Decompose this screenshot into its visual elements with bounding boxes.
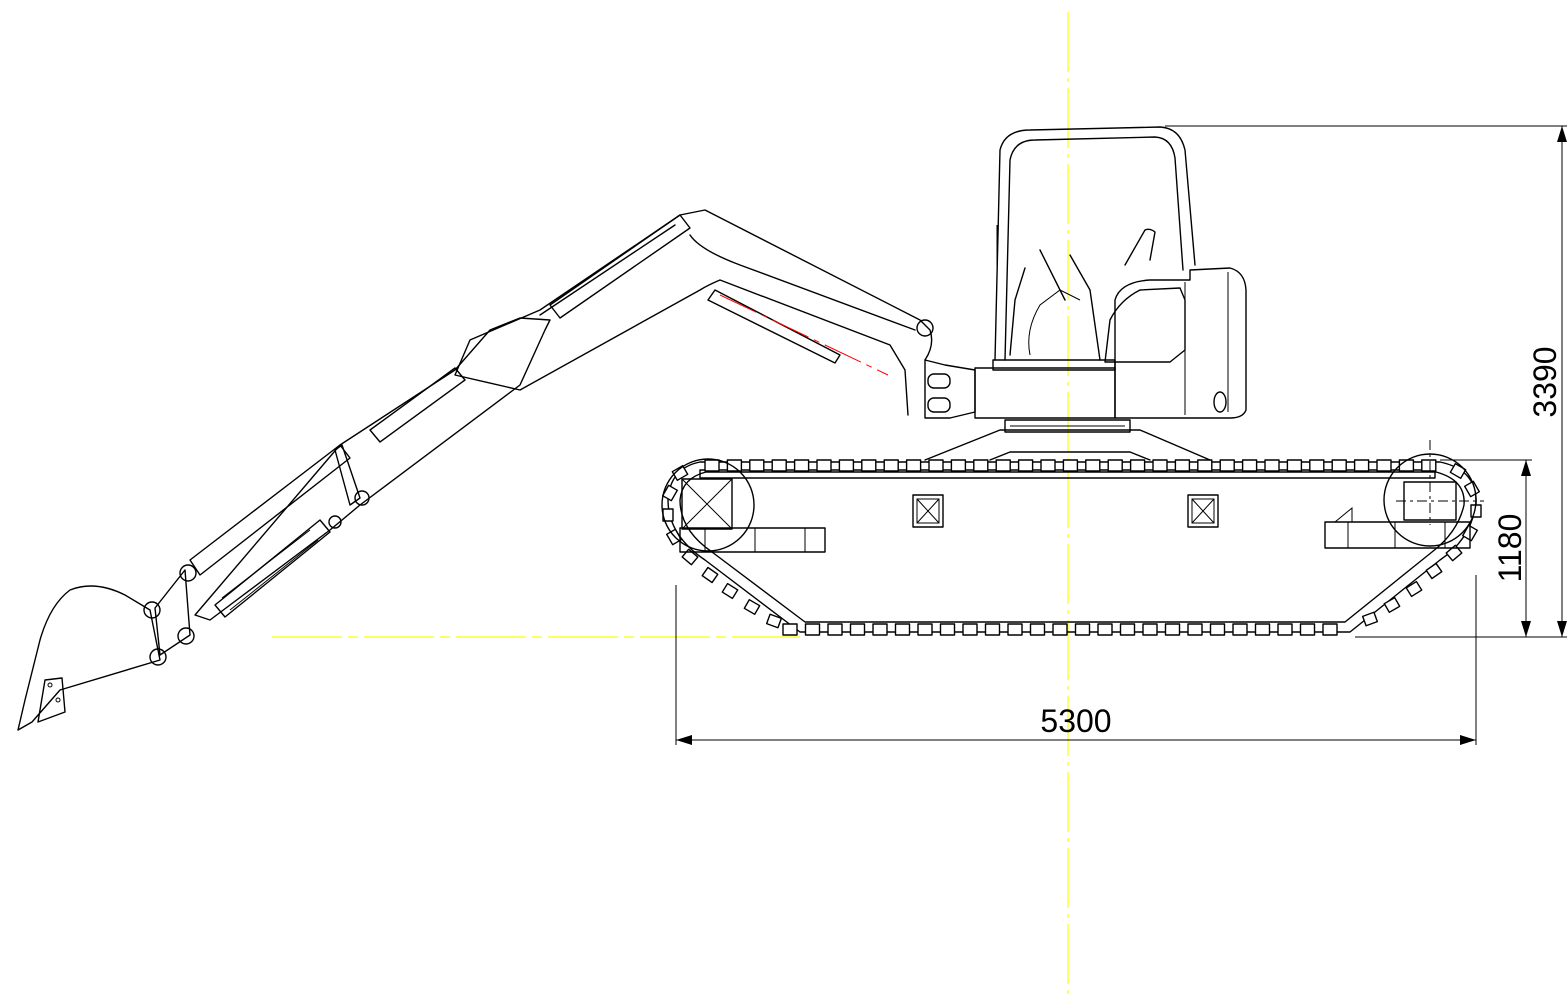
bucket-cylinder — [214, 519, 331, 618]
boom-cylinder — [707, 289, 841, 364]
track-shoe — [1164, 623, 1181, 636]
track-shoes-bottom — [782, 623, 1338, 636]
track-shoe — [1209, 623, 1226, 636]
track-shoe — [1421, 459, 1437, 472]
turntable-body — [974, 367, 1116, 419]
track-shoe — [1007, 623, 1023, 636]
bucket-shell — [17, 585, 161, 731]
track-shoe — [883, 459, 899, 472]
track-shoe — [1097, 623, 1113, 636]
track-shoe — [1398, 459, 1415, 472]
track-shoe — [1353, 459, 1370, 472]
front-idler — [661, 458, 755, 552]
track-shoe — [1062, 459, 1079, 472]
track-shoe — [1331, 459, 1347, 472]
track-shoe — [1152, 459, 1168, 472]
track-shoe — [793, 459, 810, 472]
track-shoe — [1040, 459, 1056, 472]
track-shoe — [1197, 459, 1213, 472]
track-shoe — [804, 623, 821, 636]
track-shoes-right — [1361, 462, 1482, 627]
track-shoe — [1322, 623, 1338, 636]
arm-cylinder — [549, 214, 691, 319]
track-shoe — [984, 623, 1001, 636]
length-dimension: 5300 — [1040, 703, 1111, 739]
track-inner — [679, 471, 1465, 623]
track-shoe — [782, 623, 798, 636]
track-shoe — [1187, 623, 1203, 636]
track-shoe — [771, 459, 787, 472]
track-outline — [667, 461, 1477, 633]
track-shoe — [1286, 459, 1303, 472]
track-shoe — [1174, 459, 1191, 472]
track-shoe — [905, 459, 922, 472]
track-shoe — [1107, 459, 1123, 472]
bucket — [17, 585, 161, 731]
track-shoe — [704, 459, 720, 472]
dimensions: 5300 3390 1180 — [675, 125, 1567, 745]
roller-box-2 — [1187, 494, 1219, 528]
bucket-linkage — [143, 444, 361, 666]
track-shoe — [726, 459, 743, 472]
seat — [1104, 287, 1186, 363]
track-shoe — [1129, 459, 1146, 472]
track-shoe — [962, 623, 978, 636]
track-shoe — [1277, 623, 1293, 636]
track-shoe — [894, 623, 911, 636]
track-shoe — [838, 459, 855, 472]
track-shoe — [1232, 623, 1248, 636]
track-shoe — [1142, 623, 1158, 636]
track-shoe — [749, 459, 765, 472]
track-shoe — [1376, 459, 1392, 472]
track-shoes-top — [704, 459, 1437, 472]
track-shoe — [1241, 459, 1258, 472]
track-shoe — [973, 459, 989, 472]
track-shoe — [1299, 623, 1316, 636]
engine-hood — [1114, 267, 1247, 419]
track-shoe — [849, 623, 866, 636]
roller-box-1 — [912, 494, 944, 528]
track-shoe — [816, 459, 832, 472]
centerlines — [272, 12, 1069, 998]
track-shoe — [995, 459, 1011, 472]
track-shoe — [872, 623, 888, 636]
track-shoe — [1017, 459, 1034, 472]
crawler-undercarriage — [661, 440, 1484, 636]
track-shoe — [1219, 459, 1235, 472]
control-levers — [1009, 228, 1156, 361]
idler-box — [681, 478, 733, 530]
track-shoe — [1264, 459, 1280, 472]
track-shoe — [1085, 459, 1101, 472]
track-shoe — [1029, 623, 1046, 636]
track-shoe — [1309, 459, 1325, 472]
fuel-cap — [1213, 391, 1227, 413]
arm — [189, 317, 551, 621]
track-shoe — [1119, 623, 1136, 636]
track-shoe — [939, 623, 956, 636]
track-shoe — [827, 623, 843, 636]
left-support — [679, 527, 826, 553]
height-dimension: 3390 — [1527, 346, 1563, 417]
track-shoe — [928, 459, 944, 472]
boom-body — [454, 209, 933, 416]
track-shoe — [950, 459, 967, 472]
track-shoe — [917, 623, 933, 636]
track-shoe — [1052, 623, 1068, 636]
upper-structure — [974, 126, 1247, 419]
boom — [369, 209, 934, 443]
swing-frame — [924, 419, 1211, 461]
track-shoes-left — [661, 464, 783, 629]
boom-bracket — [924, 359, 976, 419]
right-support — [1324, 521, 1471, 549]
track-shoe — [861, 459, 877, 472]
track-shoe — [1074, 623, 1091, 636]
arm-body — [194, 317, 551, 621]
frame-slope — [989, 451, 1151, 461]
canopy-frame — [994, 126, 1196, 361]
track-height-dimension: 1180 — [1492, 514, 1528, 583]
track-shoe — [1254, 623, 1271, 636]
